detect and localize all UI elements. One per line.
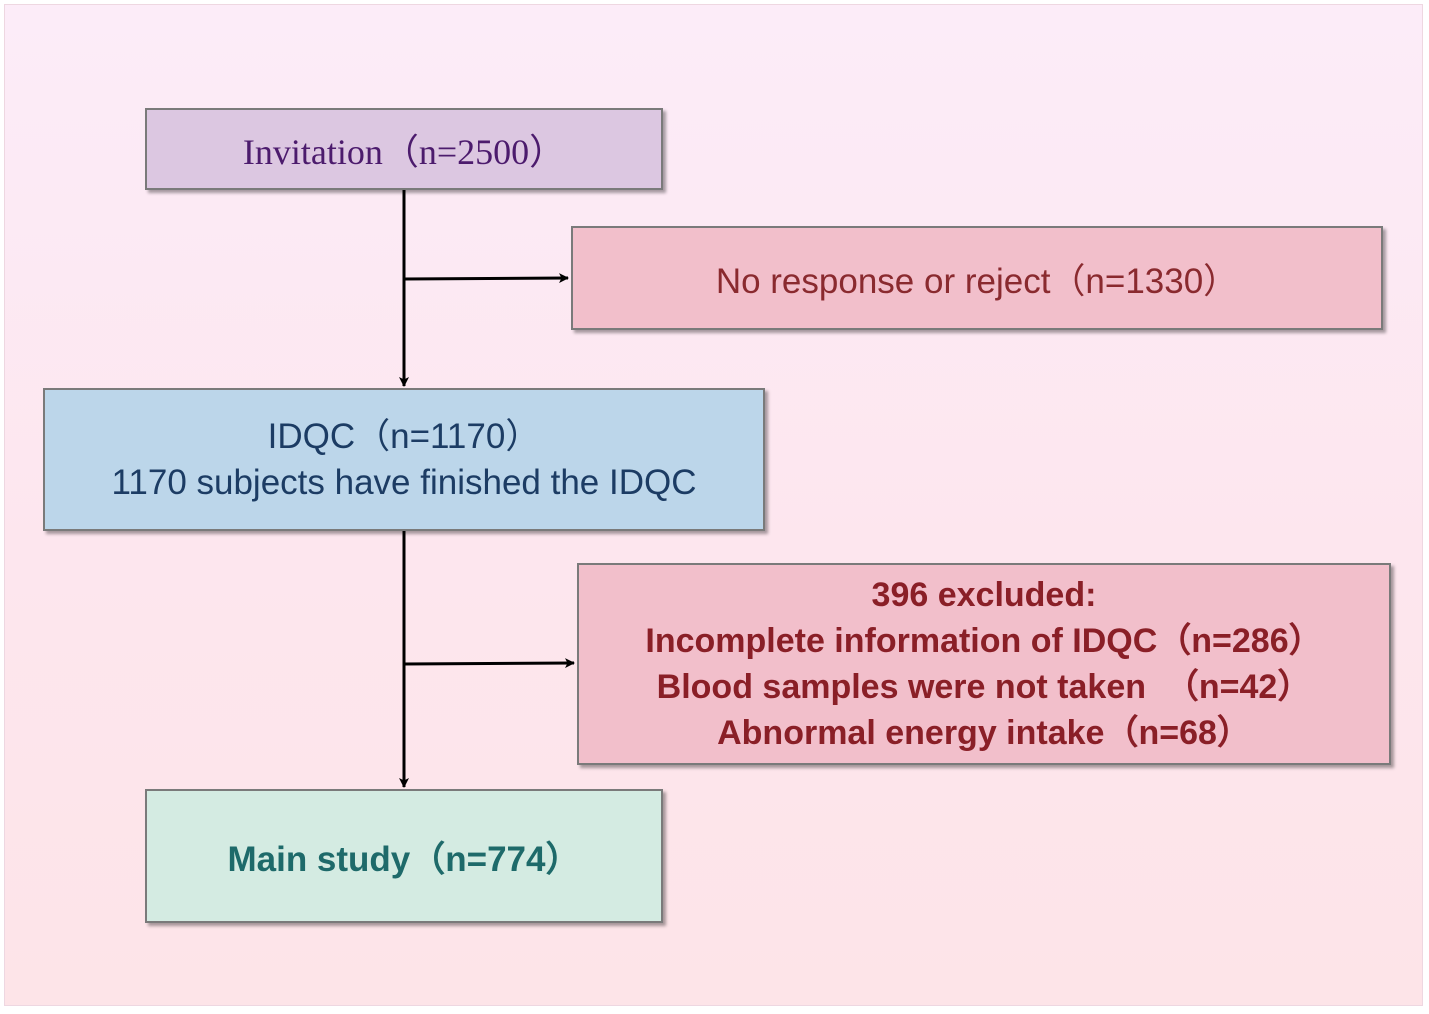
invitation-box: Invitation（n=2500） xyxy=(145,108,663,190)
excluded-title: 396 excluded: xyxy=(871,576,1097,614)
idqc-title: IDQC（n=1170） xyxy=(267,416,541,456)
no-response-box: No response or reject（n=1330） xyxy=(571,226,1383,330)
main-study-label: Main study（n=774） xyxy=(227,839,581,879)
main-study-box: Main study（n=774） xyxy=(145,789,663,923)
invitation-label: Invitation（n=2500） xyxy=(242,132,566,172)
excluded-reason-blood: Blood samples were not taken （n=42） xyxy=(656,668,1312,706)
idqc-description: 1170 subjects have finished the IDQC xyxy=(111,462,697,502)
excluded-box: 396 excluded: Incomplete information of … xyxy=(577,563,1391,765)
excluded-reason-energy: Abnormal energy intake（n=68） xyxy=(717,714,1251,752)
no-response-label: No response or reject（n=1330） xyxy=(715,261,1239,301)
idqc-box: IDQC（n=1170） 1170 subjects have finished… xyxy=(43,388,765,531)
excluded-reason-incomplete: Incomplete information of IDQC（n=286） xyxy=(645,622,1323,660)
